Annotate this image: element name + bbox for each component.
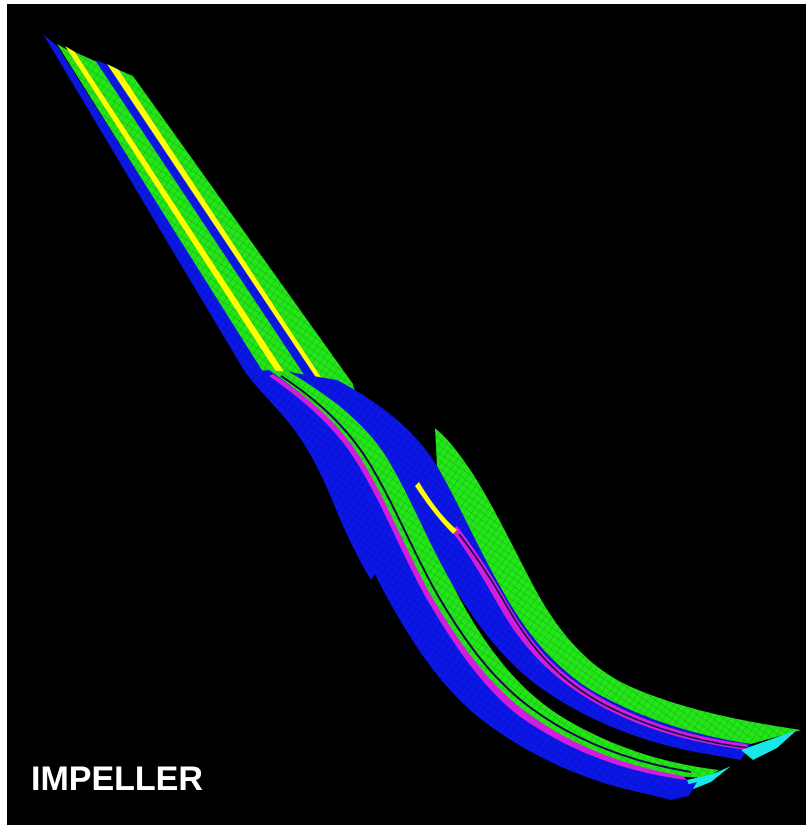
lower-seam-line-a (280, 375, 692, 773)
figure-label: IMPELLER (31, 760, 203, 798)
lower-blue-body (245, 370, 697, 798)
upper-yellow-band-1 (65, 46, 283, 370)
lower-blue-band-b (289, 372, 751, 760)
upper-green-band-outer (119, 70, 353, 386)
mid-blue-outer (245, 372, 383, 580)
lower-green-band-a (269, 370, 719, 778)
impeller-mesh-drawing (43, 34, 801, 800)
cyan-tip-lower (687, 766, 731, 790)
upper-blue-band (43, 34, 265, 372)
upper-green-band-1 (57, 44, 277, 372)
cyan-tip-upper (741, 730, 797, 760)
lower-seam-line-b (458, 533, 750, 749)
upper-green-band-2 (75, 52, 307, 376)
lower-yellow-tail (415, 482, 457, 534)
lower-green-band-b (435, 428, 801, 744)
upper-yellow-band-2 (107, 64, 327, 386)
mesh-render-viewport: IMPELLER (7, 4, 806, 825)
lower-magenta-line-b (451, 526, 749, 750)
blue-tip-bottom (647, 782, 697, 800)
